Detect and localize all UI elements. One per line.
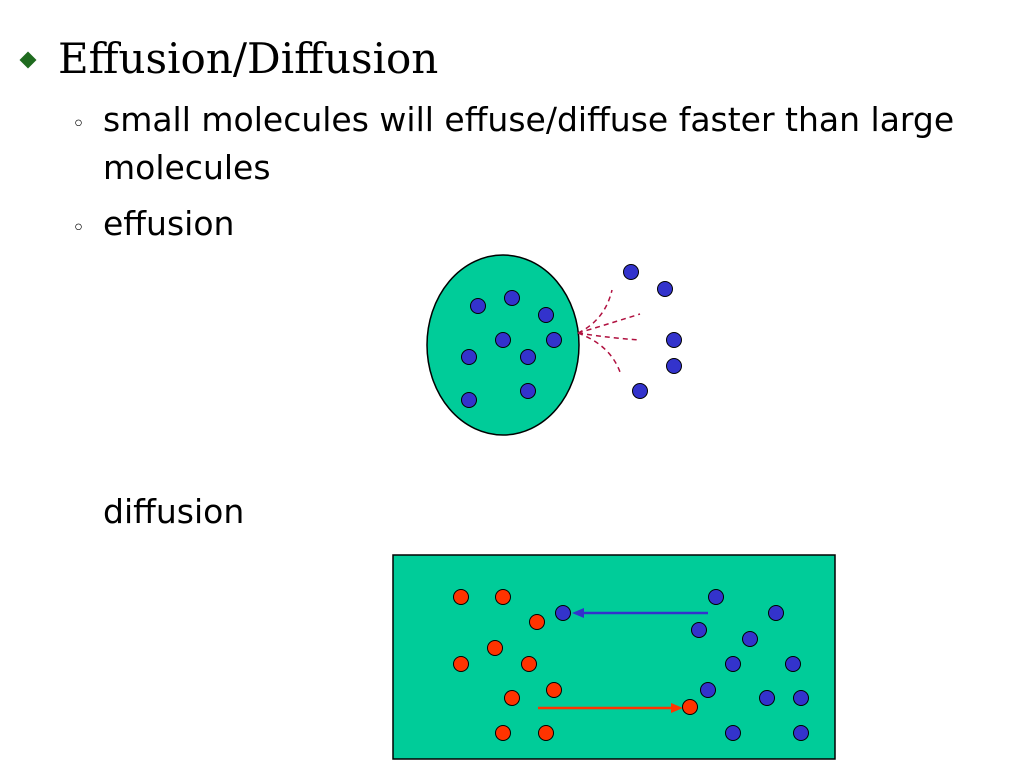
molecule (538, 307, 554, 323)
molecule (461, 349, 477, 365)
stream-line (577, 332, 641, 341)
molecule (725, 725, 741, 741)
stream-line (577, 313, 641, 334)
molecule (555, 605, 571, 621)
slide-title: Effusion/Diffusion (58, 34, 439, 83)
molecule (470, 298, 486, 314)
molecule (546, 332, 562, 348)
molecule (546, 682, 562, 698)
molecule (768, 605, 784, 621)
effusion-stream-lines (577, 289, 641, 373)
stream-line (577, 289, 613, 334)
molecule (623, 264, 639, 280)
molecule (520, 383, 536, 399)
molecule (785, 656, 801, 672)
molecule (759, 690, 775, 706)
bullet-text-effusion: effusion (103, 204, 235, 243)
molecule (682, 699, 698, 715)
circle-bullet-icon: ◦ (72, 216, 85, 241)
diffusion-blue-molecules (555, 589, 809, 741)
molecule (657, 281, 673, 297)
molecule (793, 725, 809, 741)
effusion-diagram (426, 254, 682, 436)
diffusion-red-molecules (453, 589, 698, 741)
molecule (691, 622, 707, 638)
diffusion-arrows (538, 608, 708, 713)
circle-bullet-icon: ◦ (72, 112, 85, 137)
diffusion-label: diffusion (103, 492, 245, 531)
molecule (495, 725, 511, 741)
molecule (725, 656, 741, 672)
molecule (538, 725, 554, 741)
molecule (529, 614, 545, 630)
molecule (495, 589, 511, 605)
molecule (793, 690, 809, 706)
effusion-molecules-outside (623, 264, 682, 399)
molecule (453, 589, 469, 605)
molecule (461, 392, 477, 408)
molecule (487, 640, 503, 656)
molecule (504, 290, 520, 306)
molecule (666, 358, 682, 374)
molecule (666, 332, 682, 348)
molecule (521, 656, 537, 672)
molecule (495, 332, 511, 348)
diffusion-diagram (392, 554, 836, 760)
molecule (504, 690, 520, 706)
blue-arrow-head-icon (572, 608, 584, 618)
molecule (453, 656, 469, 672)
effusion-molecules-inside (461, 290, 562, 408)
red-arrow-head-icon (671, 703, 683, 713)
bullet-text-small-molecules: small molecules will effuse/diffuse fast… (103, 100, 955, 187)
molecule (632, 383, 648, 399)
molecule (708, 589, 724, 605)
diffusion-container (392, 554, 836, 760)
stream-line (577, 332, 621, 373)
molecule (742, 631, 758, 647)
molecule (520, 349, 536, 365)
molecule (700, 682, 716, 698)
